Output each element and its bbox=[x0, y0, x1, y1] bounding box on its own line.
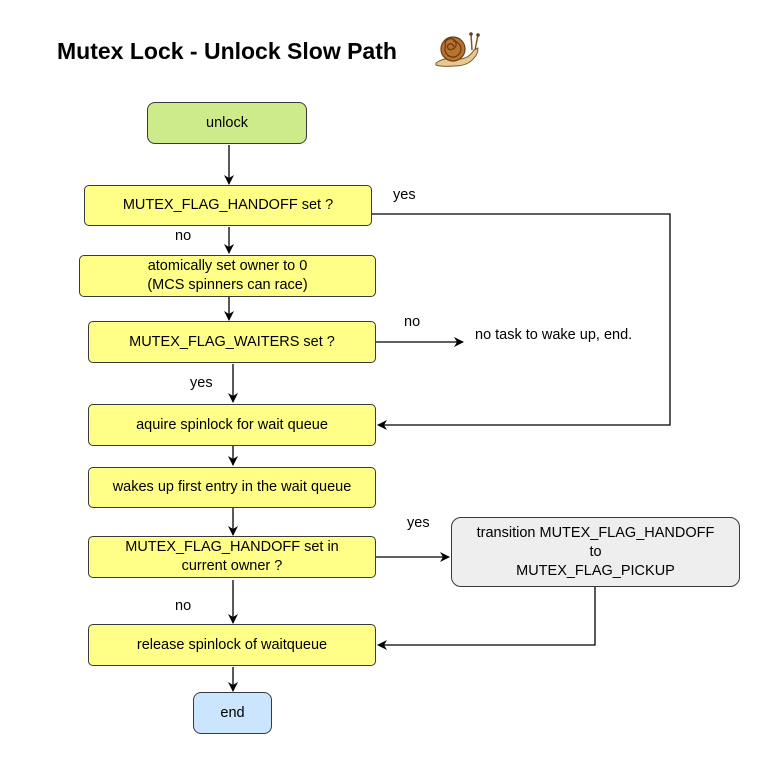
page-title: Mutex Lock - Unlock Slow Path bbox=[57, 38, 397, 64]
edge-label-handoff-yes: yes bbox=[393, 187, 416, 203]
node-acquire-spinlock-label: aquire spinlock for wait queue bbox=[136, 416, 328, 433]
edge-label-waiters-no: no bbox=[404, 314, 421, 330]
edge-handoff-yes bbox=[372, 213, 671, 430]
snail-icon bbox=[435, 32, 480, 67]
edge-label-owner-yes: yes bbox=[407, 515, 430, 531]
node-release-spinlock: release spinlock of waitqueue bbox=[88, 624, 376, 666]
node-handoff-owner-check: MUTEX_FLAG_HANDOFF set in current owner … bbox=[88, 536, 376, 578]
node-acquire-spinlock: aquire spinlock for wait queue bbox=[88, 404, 376, 446]
edge-label-owner-no: no bbox=[175, 598, 192, 614]
edge-transition-to-release bbox=[377, 587, 596, 650]
node-no-task-end: no task to wake up, end. bbox=[475, 327, 633, 343]
node-waiters-check-label: MUTEX_FLAG_WAITERS set ? bbox=[129, 333, 335, 350]
edge-label-waiters-yes: yes bbox=[190, 375, 213, 391]
node-set-owner-label: atomically set owner to 0 (MCS spinners … bbox=[147, 258, 308, 293]
node-unlock: unlock bbox=[147, 102, 307, 144]
node-set-owner: atomically set owner to 0 (MCS spinners … bbox=[79, 255, 376, 297]
node-wake-first: wakes up first entry in the wait queue bbox=[88, 467, 376, 508]
node-unlock-label: unlock bbox=[206, 114, 248, 131]
node-end-label: end bbox=[220, 704, 245, 721]
node-end: end bbox=[193, 692, 272, 734]
node-handoff-check-label: MUTEX_FLAG_HANDOFF set ? bbox=[122, 197, 334, 213]
edge-label-handoff-no: no bbox=[175, 228, 192, 244]
node-wake-first-label: wakes up first entry in the wait queue bbox=[112, 479, 352, 495]
node-release-spinlock-label: release spinlock of waitqueue bbox=[136, 636, 328, 653]
node-handoff-check: MUTEX_FLAG_HANDOFF set ? bbox=[84, 185, 372, 226]
node-transition: transition MUTEX_FLAG_HANDOFF to MUTEX_F… bbox=[451, 517, 740, 587]
node-handoff-owner-check-label: MUTEX_FLAG_HANDOFF set in current owner … bbox=[125, 539, 339, 574]
node-waiters-check: MUTEX_FLAG_WAITERS set ? bbox=[88, 321, 376, 363]
node-transition-label: transition MUTEX_FLAG_HANDOFF to MUTEX_F… bbox=[476, 524, 715, 579]
